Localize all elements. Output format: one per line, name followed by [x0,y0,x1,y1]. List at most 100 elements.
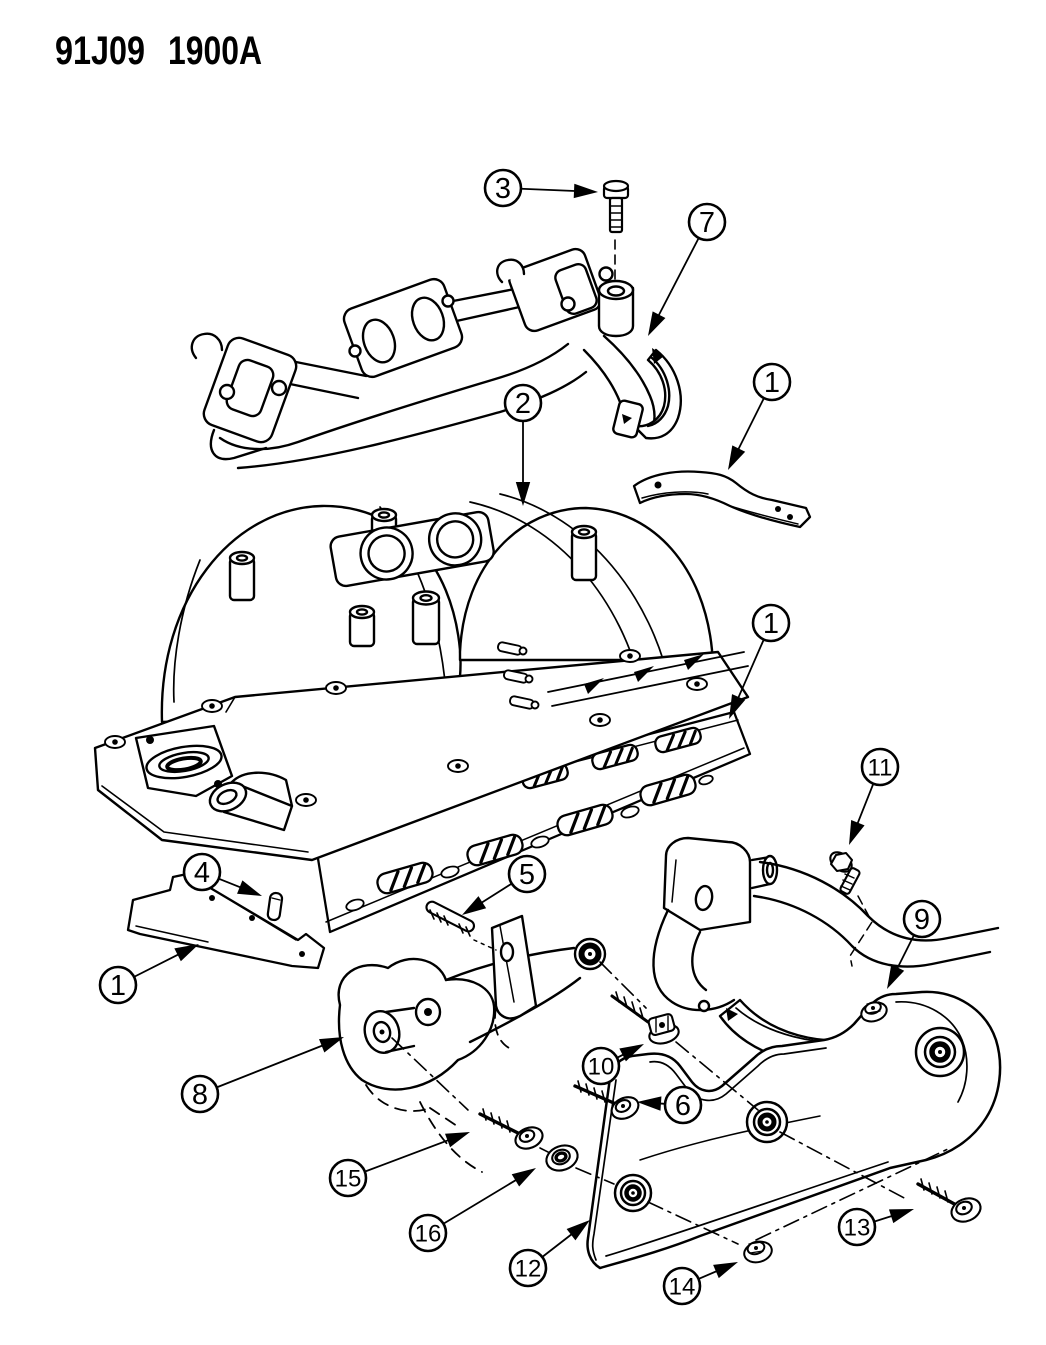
callout-arrowhead [515,482,531,506]
manifold-bolt-11 [829,851,873,967]
callout-circle [483,168,523,208]
callout-13: 13 [837,1207,914,1247]
callout-9: 9 [887,899,942,989]
callout-number: 2 [515,388,531,420]
callout-number: 8 [192,1079,208,1111]
shield-grommet [914,1026,966,1078]
callout-16: 16 [408,1168,536,1253]
callout-arrowhead [849,820,865,845]
callout-leader-line [215,1043,327,1089]
callout-arrowhead [888,1209,914,1224]
callout-arrowhead [619,1044,644,1062]
callout-number: 1 [764,367,780,399]
callout-arrowhead [319,1037,344,1053]
callout-circle [752,362,792,402]
callout-number: 14 [669,1274,696,1301]
callout-15: 15 [328,1132,470,1198]
callout-circle [687,202,727,242]
callout-leader-line [855,782,875,828]
callout-5: 5 [462,854,547,915]
callout-7: 7 [648,202,727,336]
exhaust-manifold-left [337,937,607,1173]
callout-number: 10 [588,1054,615,1081]
callout-3: 3 [483,168,598,208]
callout-circle [98,965,138,1005]
callout-arrowhead [462,896,487,915]
callout-number: 3 [495,173,511,205]
callout-leader-line [520,187,579,193]
callout-number: 12 [515,1256,542,1283]
callout-circle [837,1207,877,1247]
callout-circle [662,1266,702,1306]
shield-grommet [745,1100,789,1144]
callout-leader-line [895,934,915,973]
callout-8: 8 [180,1037,344,1114]
callout-number: 6 [675,1090,691,1122]
callout-arrowhead [237,880,262,896]
callout-leader-line [217,877,245,890]
screw-6 [573,1080,640,1120]
drawing-code-right: 1900A [168,29,262,73]
callout-arrowhead [729,694,746,719]
callout-leader-line [363,1138,453,1173]
callout-number: 1 [110,970,126,1002]
callout-arrowhead [566,1220,590,1241]
callout-arrowhead [445,1132,470,1148]
callout-arrowhead [728,445,746,470]
callout-11: 11 [849,747,900,845]
upper-exhaust-manifold [190,247,682,470]
callout-number: 15 [335,1166,362,1193]
screw-15 [478,1108,544,1150]
callout-circle [508,1248,548,1288]
callout-arrowhead [648,311,666,336]
callout-leader-line [133,952,183,978]
callout-4: 4 [182,852,262,896]
shield-bracket-upper [632,470,812,529]
callout-arrowhead [511,1168,536,1187]
callout-1: 1 [729,603,791,719]
screw-13 [916,1178,982,1223]
callout-1: 1 [98,944,199,1005]
outlet-elbow [582,334,682,440]
callout-6: 6 [637,1085,703,1125]
callout-leader-line [736,638,765,702]
intake-manifold [93,493,750,862]
callout-circle [503,383,543,423]
stud-nut-10 [610,991,680,1045]
callout-circle [507,854,547,894]
callout-leader-line [541,1231,576,1258]
callout-arrowhead [637,1096,662,1111]
callout-2: 2 [503,383,543,506]
callout-1: 1 [728,362,792,470]
water-outlet [208,771,294,832]
callout-circle [408,1213,448,1253]
drawing-code-left: 91J09 [55,29,145,73]
assembly-axis-lines [391,961,951,1245]
bolt-boss [597,279,635,338]
callout-number: 1 [763,608,779,640]
callout-arrowhead [573,183,598,199]
exhaust-heat-shield [586,990,1002,1270]
callout-arrowhead [887,964,905,989]
callout-leader-line [656,237,700,320]
manifold-stud-5 [425,900,497,951]
callout-leader-line [736,397,765,454]
dowel-pin [266,891,284,922]
callout-number: 5 [519,859,535,891]
callout-14: 14 [662,1262,738,1306]
callout-circle [328,1158,368,1198]
valley-shield-strip [126,869,326,970]
callout-arrowhead [174,944,199,962]
callout-number: 4 [194,857,210,889]
callout-number: 7 [699,207,715,239]
callout-circle [860,747,900,787]
callout-number: 9 [914,904,930,936]
callout-arrowhead [713,1262,738,1279]
callout-number: 11 [868,755,893,782]
callout-leader-line [478,882,513,906]
callout-circle [180,1074,220,1114]
callout-circle [751,603,791,643]
callout-circle [182,852,222,892]
